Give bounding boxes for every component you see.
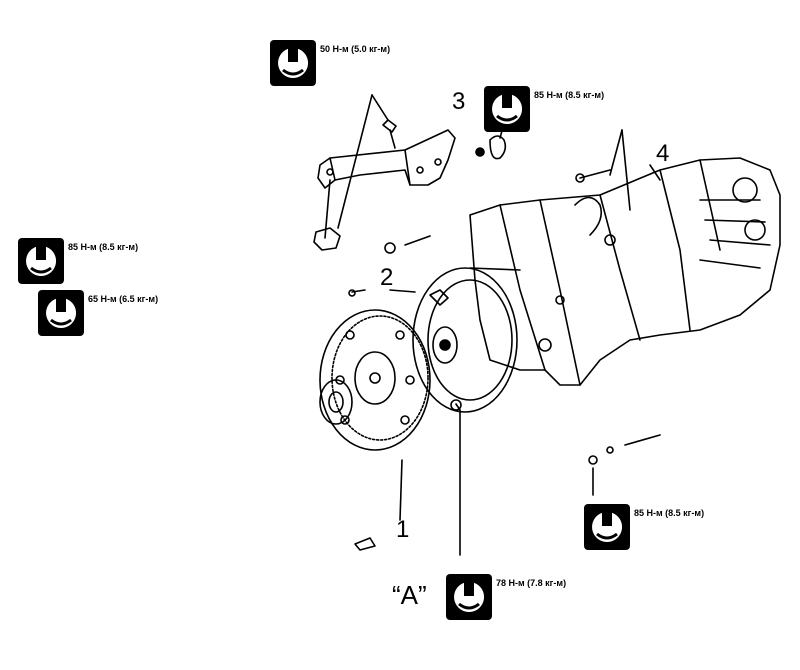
- torque-converter: [412, 267, 521, 413]
- callout-4: 4: [656, 140, 670, 167]
- torque-value: 85 Н-м (8.5 кг-м): [534, 90, 605, 100]
- view-a-label: “A”: [392, 580, 427, 610]
- clip-part: [475, 135, 507, 160]
- transmission-housing: [469, 157, 781, 386]
- wrench-icon: [38, 290, 84, 336]
- torque-spec-85-right: 85 Н-м (8.5 кг-м): [584, 504, 704, 550]
- side-bolt: [384, 235, 431, 254]
- torque-spec-85-top: 85 Н-м (8.5 кг-м): [484, 86, 604, 132]
- torque-value: 65 Н-м (6.5 кг-м): [88, 294, 159, 304]
- drive-plate: [319, 309, 431, 451]
- direction-arrow: [354, 537, 376, 551]
- torque-value: 85 Н-м (8.5 кг-м): [634, 508, 705, 518]
- lower-bolt: [588, 434, 661, 465]
- crank-adapter: [319, 379, 353, 425]
- torque-value: 85 Н-м (8.5 кг-м): [68, 242, 139, 252]
- torque-spec-50: 50 Н-м (5.0 кг-м): [270, 40, 390, 86]
- wrench-icon: [18, 238, 64, 284]
- callout-3: 3: [452, 88, 466, 115]
- wrench-icon: [270, 40, 316, 86]
- housing-bolt: [575, 169, 611, 183]
- wrench-icon: [484, 86, 530, 132]
- torque-spec-85-left: 85 Н-м (8.5 кг-м): [18, 238, 138, 284]
- callout-2: 2: [380, 264, 394, 291]
- wrench-icon: [446, 574, 492, 620]
- torque-spec-78: 78 Н-м (7.8 кг-м): [446, 574, 566, 620]
- torque-value: 50 Н-м (5.0 кг-м): [320, 44, 391, 54]
- callout-1: 1: [396, 516, 410, 543]
- flywheel-bolt: [348, 289, 366, 297]
- bracket-bolt: [382, 119, 397, 149]
- mounting-bracket: [313, 129, 456, 251]
- torque-spec-65: 65 Н-м (6.5 кг-м): [38, 290, 158, 336]
- wrench-icon: [584, 504, 630, 550]
- torque-value: 78 Н-м (7.8 кг-м): [496, 578, 567, 588]
